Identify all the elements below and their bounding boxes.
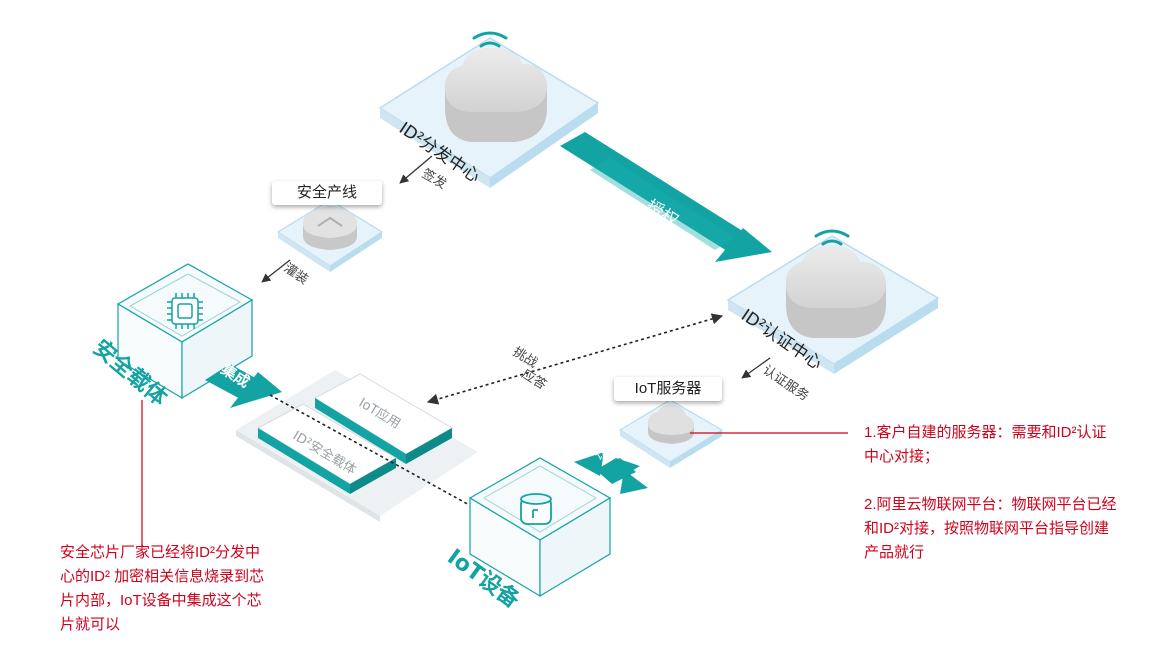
left-annotation-line: 片就可以 bbox=[60, 616, 121, 633]
iot-device: IoT设备 bbox=[442, 457, 612, 614]
right-annotation-line: 和ID²对接，按照物联网平台指导创建 bbox=[864, 520, 1109, 537]
sign-label: 签发 bbox=[419, 166, 450, 193]
iot-server bbox=[618, 399, 724, 468]
left-annotation-line: 安全芯片厂家已经将ID²分发中 bbox=[60, 544, 260, 561]
right-annotation-line: 1.客户自建的服务器：需要和ID²认证 bbox=[864, 424, 1107, 441]
integrate-connector bbox=[269, 394, 483, 513]
iot-app-layer: IoT应用 bbox=[313, 373, 454, 464]
right-annotation-line: 产品就行 bbox=[864, 544, 925, 561]
right-annotation-line: 2.阿里云物联网平台：物联网平台已经 bbox=[864, 496, 1117, 513]
secure-line-label: 安全产线 bbox=[272, 181, 382, 205]
right-annotation-spacer bbox=[864, 469, 1150, 493]
secure-line bbox=[276, 199, 384, 272]
server-cloud-icon bbox=[648, 404, 694, 444]
cloud-icon bbox=[445, 48, 547, 142]
burn-edge: 灌装 bbox=[261, 259, 311, 288]
device-icon bbox=[520, 493, 552, 525]
cloud-icon bbox=[786, 246, 886, 338]
challenge-label: 挑战 bbox=[510, 345, 540, 372]
right-annotation: 1.客户自建的服务器：需要和ID²认证 中心对接； 2.阿里云物联网平台：物联网… bbox=[864, 421, 1150, 565]
signal-icon bbox=[814, 229, 850, 246]
authorize-arrow: 授权 bbox=[560, 132, 772, 262]
response-label: 应答 bbox=[519, 366, 550, 393]
factory-icon bbox=[303, 206, 357, 250]
left-annotation: 安全芯片厂家已经将ID²分发中 心的ID² 加密相关信息烧录到芯 片内部，IoT… bbox=[60, 541, 300, 637]
auth-center: ID²认证中心 bbox=[726, 229, 940, 374]
right-annotation-line: 中心对接； bbox=[864, 448, 940, 465]
chip-icon bbox=[167, 293, 203, 329]
burn-label: 灌装 bbox=[281, 261, 311, 288]
signal-icon bbox=[472, 31, 508, 48]
iot-server-label: IoT服务器 bbox=[614, 377, 722, 401]
distribution-center: ID²分发中心 bbox=[378, 31, 600, 188]
left-annotation-line: 片内部，IoT设备中集成这个芯 bbox=[60, 592, 262, 609]
auth-service-label: 认证服务 bbox=[760, 362, 812, 404]
left-annotation-line: 心的ID² 加密相关信息烧录到芯 bbox=[60, 568, 265, 585]
